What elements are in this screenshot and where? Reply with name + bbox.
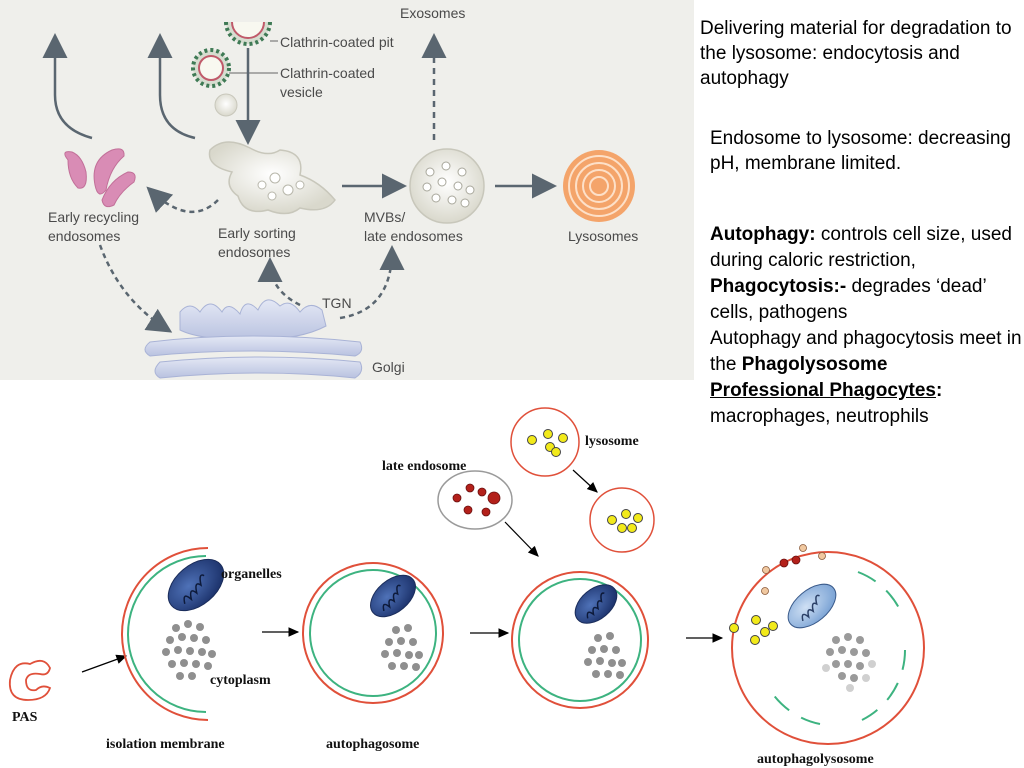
autophagy-text-block: Autophagy: controls cell size, used duri…	[710, 222, 1024, 430]
endosome-text: Endosome to lysosome: decreasing pH, mem…	[710, 128, 1011, 174]
clathrin-coated-pit-icon	[224, 21, 272, 46]
label-mvbs-1: MVBs/	[364, 209, 405, 225]
recycling-exit-arrow	[42, 33, 93, 140]
label-clathrin-vesicle-2: vesicle	[280, 84, 323, 100]
clathrin-coated-vesicle-icon	[191, 48, 231, 88]
label-organelles: organelles	[221, 567, 282, 582]
autophagolysosome-icon	[729, 544, 925, 745]
late-endosome-icon	[437, 470, 513, 530]
lysosome-icon	[563, 150, 635, 222]
fusing-autophagosome-icon	[511, 487, 655, 709]
pas-membrane-icon	[8, 659, 52, 701]
recycling-to-golgi-arrow	[98, 244, 173, 333]
professional-description: macrophages, neutrophils	[710, 406, 929, 427]
label-early-recycling-2: endosomes	[48, 228, 120, 244]
label-lysosomes: Lysosomes	[568, 228, 638, 244]
autophagy-description: controls cell size, used during caloric …	[710, 224, 1012, 271]
label-golgi: Golgi	[372, 359, 405, 375]
label-mvbs-2: late endosomes	[364, 228, 463, 244]
label-clathrin-vesicle-1: Clathrin-coated	[280, 65, 375, 81]
cytoplasm-particles-icon	[162, 620, 216, 680]
uncoated-vesicle-icon	[214, 93, 238, 117]
label-early-sorting-2: endosomes	[218, 244, 290, 260]
heading-text: Delivering material for degradation to t…	[700, 18, 1012, 89]
label-early-recycling-1: Early recycling	[48, 209, 139, 225]
phagolysosome-term: Phagolysosome	[741, 354, 888, 375]
phagocytosis-description: degrades ‘dead’ cells, pathogens	[710, 276, 986, 323]
label-lysosome: lysosome	[585, 434, 639, 449]
label-clathrin-pit: Clathrin-coated pit	[280, 34, 394, 50]
label-late-endosome: late endosome	[382, 459, 466, 474]
golgi-icon	[144, 299, 363, 379]
top-diagram: Exosomes Clathrin-coated pit Clathrin-co…	[42, 5, 638, 379]
sorting-exit-arrow	[147, 33, 196, 140]
professional-colon: :	[935, 380, 943, 401]
label-isolation-membrane: isolation membrane	[106, 737, 225, 752]
sorting-to-recycling-arrow	[146, 186, 219, 214]
early-recycling-endosomes-icon	[64, 148, 136, 208]
isolation-membrane-icon	[121, 547, 209, 721]
label-autophagosome: autophagosome	[326, 737, 419, 752]
label-exosomes: Exosomes	[400, 5, 465, 21]
autophagy-label: Autophagy:	[710, 224, 816, 245]
autophagosome-icon	[302, 562, 444, 704]
lysosome-small-icon	[510, 407, 580, 477]
label-tgn: TGN	[322, 295, 352, 311]
professional-phagocytes-label: Professional Phagocytes	[710, 380, 936, 401]
tgn-to-sorting-arrow	[257, 257, 301, 307]
label-pas: PAS	[12, 710, 38, 725]
label-autophagolysosome: autophagolysosome	[757, 752, 874, 767]
tgn-to-mvb-arrow	[339, 245, 405, 320]
mvb-late-endosome-icon	[409, 148, 485, 224]
mitochondrion-icon	[167, 558, 225, 612]
label-cytoplasm: cytoplasm	[210, 673, 271, 688]
bottom-diagram: organelles cytoplasm PAS isolation membr…	[8, 407, 925, 767]
sorting-endosome-vesicles	[257, 172, 305, 201]
phagocytosis-label: Phagocytosis:-	[710, 276, 847, 297]
meet-text: Autophagy and phagocytosis meet in the	[710, 328, 1022, 375]
label-early-sorting-1: Early sorting	[218, 225, 296, 241]
